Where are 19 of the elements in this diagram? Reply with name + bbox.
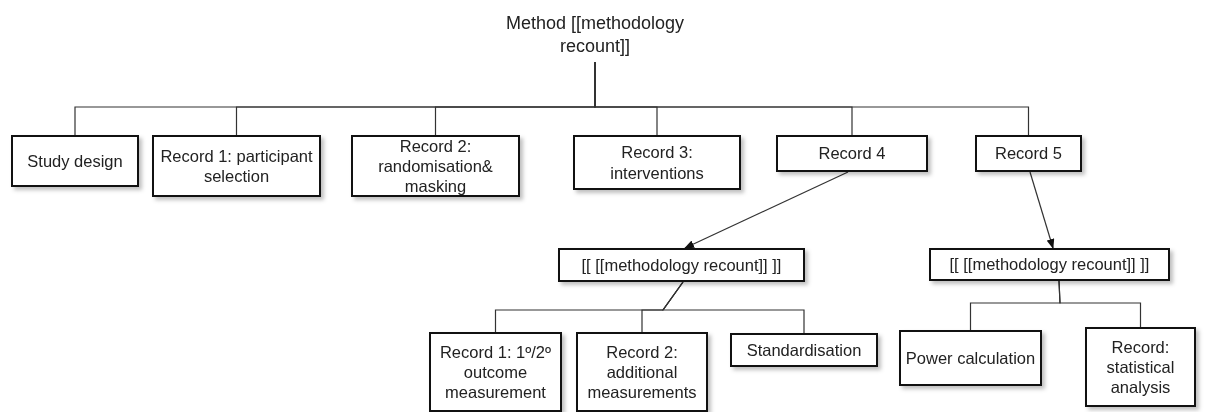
process-box: Record: statistical analysis: [1085, 327, 1196, 407]
process-box: Standardisation: [730, 333, 878, 367]
process-box: Record 3: interventions: [573, 135, 741, 190]
heading-text: Method [[methodology recount]]: [495, 10, 695, 60]
process-box: Record 2: randomisation& masking: [351, 135, 520, 197]
process-box: [[ [[methodology recount]] ]]: [929, 248, 1170, 281]
process-box: Record 1: 1º/2º outcome measurement: [429, 332, 562, 412]
process-box: Record 2: additional measurements: [576, 332, 708, 412]
connector-line: [661, 281, 805, 334]
arrow: [684, 171, 849, 249]
connector-line: [594, 61, 1030, 136]
process-box: Record 4: [776, 135, 928, 172]
process-box: [[ [[methodology recount]] ]]: [558, 248, 805, 282]
process-box: Record 1: participant selection: [152, 135, 321, 197]
arrow: [1029, 171, 1055, 249]
connector-line: [1058, 280, 1142, 328]
process-box: Record 5: [975, 135, 1082, 172]
process-box: Power calculation: [899, 330, 1042, 386]
process-box: Study design: [11, 135, 139, 187]
